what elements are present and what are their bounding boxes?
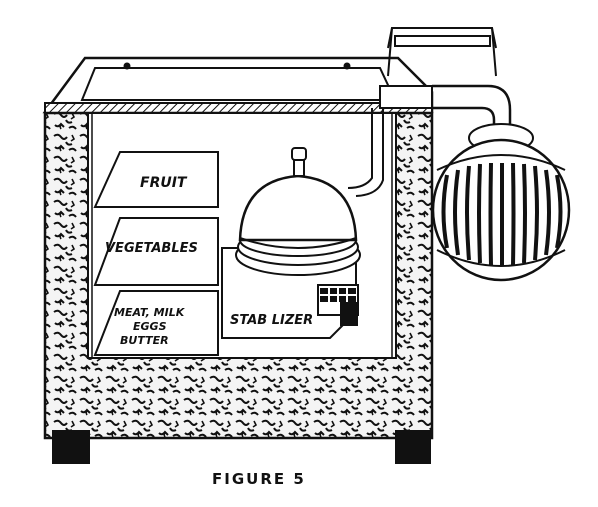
lid-hatched-strip [44, 102, 433, 114]
label-stabilizer: STAB LIZER [230, 313, 313, 328]
top-bolt-left [123, 62, 131, 70]
label-fruit: FRUIT [140, 175, 188, 191]
label-eggs: EGGS [133, 320, 167, 333]
cabinet-top [42, 56, 434, 114]
label-meat-milk: MEAT, MILK [114, 306, 186, 319]
leg-left [52, 430, 90, 464]
dome-cap [291, 147, 307, 161]
stabilizer-unit [221, 147, 361, 339]
carry-handle [387, 27, 497, 77]
finned-tank [431, 123, 571, 282]
leg-right [395, 430, 431, 464]
connecting-pipe [347, 84, 512, 197]
shelf-fruit [93, 151, 219, 208]
shelf-meat-milk [93, 290, 219, 356]
shelf-vegetables [93, 217, 219, 286]
label-vegetables: VEGETABLES [105, 241, 198, 256]
figure-caption: FIGURE 5 [212, 470, 306, 488]
top-bolt-right [343, 62, 351, 70]
label-butter: BUTTER [120, 334, 169, 347]
